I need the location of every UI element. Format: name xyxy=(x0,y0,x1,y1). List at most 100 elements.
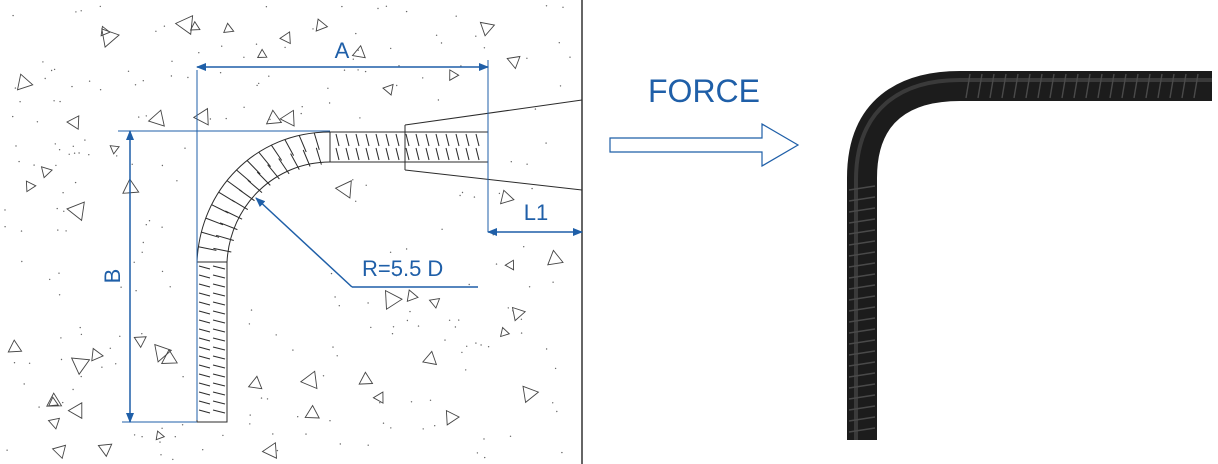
aggregate-dot xyxy=(161,427,163,429)
rebar-bend-outer xyxy=(196,131,331,263)
rebar-vertical-segment xyxy=(196,261,228,423)
aggregate-dot xyxy=(334,296,336,298)
force-label: FORCE xyxy=(648,73,760,109)
aggregate-dot xyxy=(520,332,523,334)
aggregate-dot xyxy=(520,318,523,320)
aggregate-dot xyxy=(534,108,537,110)
rebar-rib xyxy=(198,319,211,324)
rebar-rib xyxy=(465,133,470,147)
rebar-rib xyxy=(284,139,295,156)
aggregate-dot xyxy=(492,234,494,236)
aggregate-triangle xyxy=(351,44,366,59)
rebar-photo-rib xyxy=(848,372,876,378)
rebar-rib xyxy=(212,292,226,297)
rebar-photo-rib xyxy=(848,240,876,246)
aggregate-dot xyxy=(512,310,514,312)
aggregate-dot xyxy=(558,42,560,44)
aggregate-dot xyxy=(116,155,118,157)
rebar-photo-rib xyxy=(1001,73,1007,99)
aggregate-dot xyxy=(336,355,338,357)
aggregate-dot xyxy=(50,69,53,72)
rebar-photo-rib xyxy=(848,317,876,323)
aggregate-dot xyxy=(476,452,479,454)
rebar-rib xyxy=(212,301,226,306)
aggregate-dot xyxy=(57,229,59,231)
aggregate-dot xyxy=(33,164,35,166)
rebar-rib xyxy=(278,158,290,175)
aggregate-dot xyxy=(461,191,464,194)
aggregate-triangle xyxy=(372,391,384,404)
rebar-rib xyxy=(205,217,224,226)
aggregate-dot xyxy=(56,207,58,210)
aggregate-triangle xyxy=(189,20,201,31)
aggregate-dot xyxy=(352,58,354,60)
rebar-rib xyxy=(212,319,226,324)
aggregate-triangle xyxy=(122,178,140,194)
rebar-photo-rib xyxy=(1085,73,1091,99)
rebar-rib xyxy=(345,147,350,161)
rebar-rib xyxy=(465,147,470,161)
aggregate-dot xyxy=(12,115,14,118)
aggregate-dot xyxy=(131,163,133,165)
aggregate-dot xyxy=(410,401,413,403)
aggregate-triangle xyxy=(192,107,209,126)
aggregate-dot xyxy=(269,118,271,121)
rebar-rib xyxy=(246,160,261,175)
rebar-photo-rib xyxy=(848,416,876,422)
aggregate-dot xyxy=(322,375,325,377)
aggregate-dot xyxy=(480,344,482,346)
aggregate-dot xyxy=(406,319,409,322)
aggregate-dot xyxy=(160,454,162,456)
aggregate-dot xyxy=(176,180,178,182)
aggregate-dot xyxy=(58,272,60,274)
rebar-photo-rib xyxy=(1037,73,1043,99)
rebar-rib xyxy=(258,151,271,168)
aggregate-dot xyxy=(370,326,372,329)
aggregate-dot xyxy=(6,449,8,451)
aggregate-triangle xyxy=(499,326,511,338)
rebar-rib xyxy=(375,147,380,161)
aggregate-dot xyxy=(473,196,476,198)
aggregate-dot xyxy=(382,422,385,424)
aggregate-dot xyxy=(332,346,334,348)
rebar-photo-ribs xyxy=(848,73,1199,433)
rebar-rib xyxy=(212,364,226,369)
concrete-aggregate xyxy=(4,5,571,461)
aggregate-dot xyxy=(255,43,258,45)
aggregate-dot xyxy=(133,434,136,436)
aggregate-dot xyxy=(559,85,562,87)
aggregate-dot xyxy=(163,25,166,27)
aggregate-triangle xyxy=(109,145,120,155)
rebar-rib xyxy=(415,133,420,147)
aggregate-dot xyxy=(79,326,81,329)
aggregate-triangle xyxy=(46,392,63,407)
rebar-photo-rib xyxy=(1169,73,1175,99)
aggregate-triangle xyxy=(304,404,320,419)
aggregate-dot xyxy=(209,118,212,120)
aggregate-triangle xyxy=(279,109,295,127)
rebar-photo-bar xyxy=(847,71,1212,440)
aggregate-triangle xyxy=(223,22,235,34)
aggregate-dot xyxy=(328,102,331,104)
aggregate-dot xyxy=(461,351,463,354)
aggregate-dot xyxy=(284,46,286,49)
aggregate-dot xyxy=(329,420,331,422)
rebar-photo-rib xyxy=(848,405,876,411)
rebar-rib xyxy=(212,265,226,270)
aggregate-dot xyxy=(458,319,460,321)
aggregate-dot xyxy=(465,369,467,371)
aggregate-dot xyxy=(80,10,82,12)
aggregate-dot xyxy=(498,192,501,195)
rebar-rib xyxy=(198,265,211,270)
aggregate-dot xyxy=(301,106,303,108)
rebar-rib xyxy=(212,400,226,405)
rebar-rib xyxy=(395,133,400,147)
aggregate-dot xyxy=(390,47,392,50)
aggregate-dot xyxy=(63,210,65,212)
aggregate-dot xyxy=(80,333,83,336)
aggregate-dot xyxy=(161,270,164,273)
aggregate-dot xyxy=(120,286,122,288)
aggregate-dot xyxy=(531,187,533,190)
aggregate-dot xyxy=(159,441,161,443)
rebar-rib xyxy=(198,355,211,360)
